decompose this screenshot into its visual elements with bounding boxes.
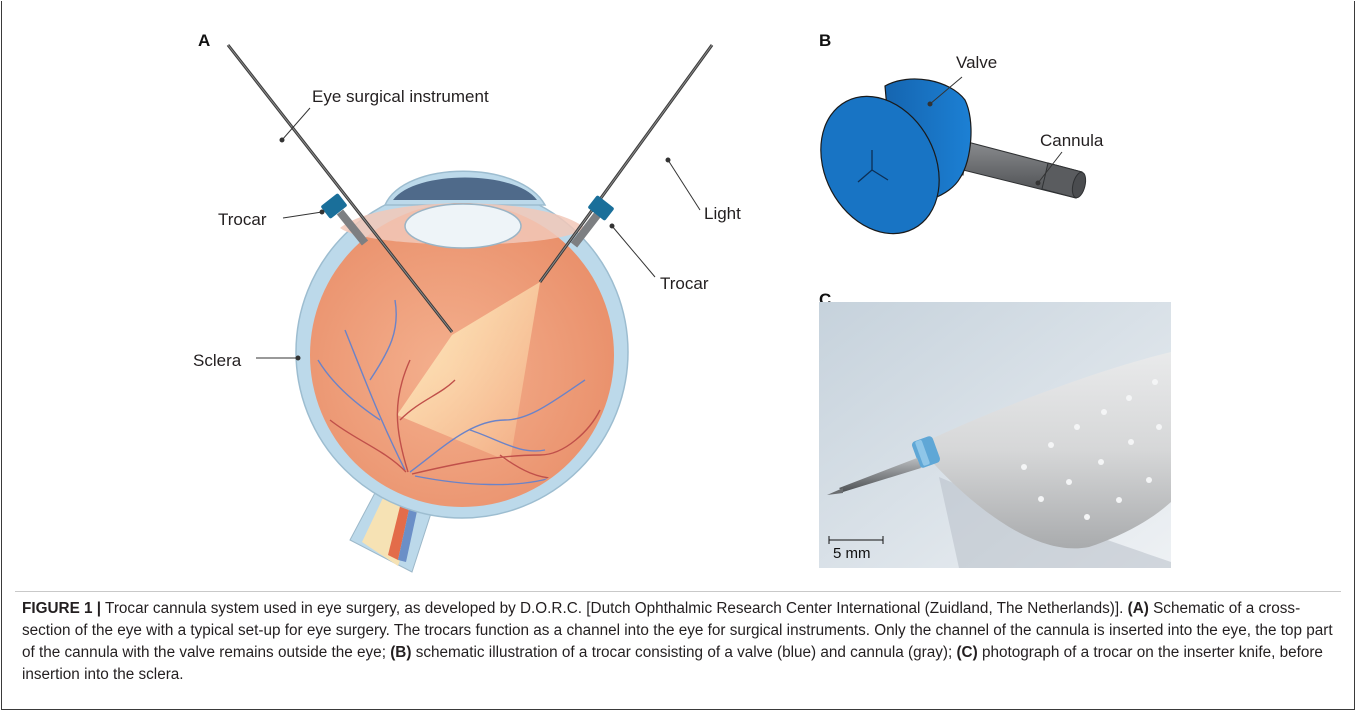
figure-label: FIGURE 1 | [22,600,101,617]
light-instrument [540,45,712,282]
label-sclera: Sclera [193,351,242,370]
label-cannula: Cannula [1040,131,1104,150]
caption-text-b: schematic illustration of a trocar consi… [411,644,956,661]
panel-b-letter: B [819,31,831,50]
trocar-right [574,195,615,245]
lens [405,204,521,248]
panel-c-trocar-photograph: 5 mm [819,302,1171,568]
caption-divider [15,591,1341,592]
valve-body [800,76,971,255]
label-light: Light [704,204,741,223]
scale-bar-label: 5 mm [833,545,871,562]
panel-a-eye-diagram: A [0,0,800,590]
label-trocar-left: Trocar [218,210,267,229]
caption-intro: Trocar cannula system used in eye surger… [101,600,1128,617]
panel-a-letter: A [198,31,210,50]
label-trocar-right: Trocar [660,274,709,293]
figure-caption: FIGURE 1 | Trocar cannula system used in… [22,598,1342,686]
panel-b-trocar-schematic: B Valve Cannula [800,0,1200,300]
label-valve: Valve [956,53,997,72]
label-eye-surgical-instrument: Eye surgical instrument [312,87,489,106]
caption-tag-c: (C) [956,644,977,661]
caption-tag-b: (B) [390,644,411,661]
caption-tag-a: (A) [1128,600,1149,617]
